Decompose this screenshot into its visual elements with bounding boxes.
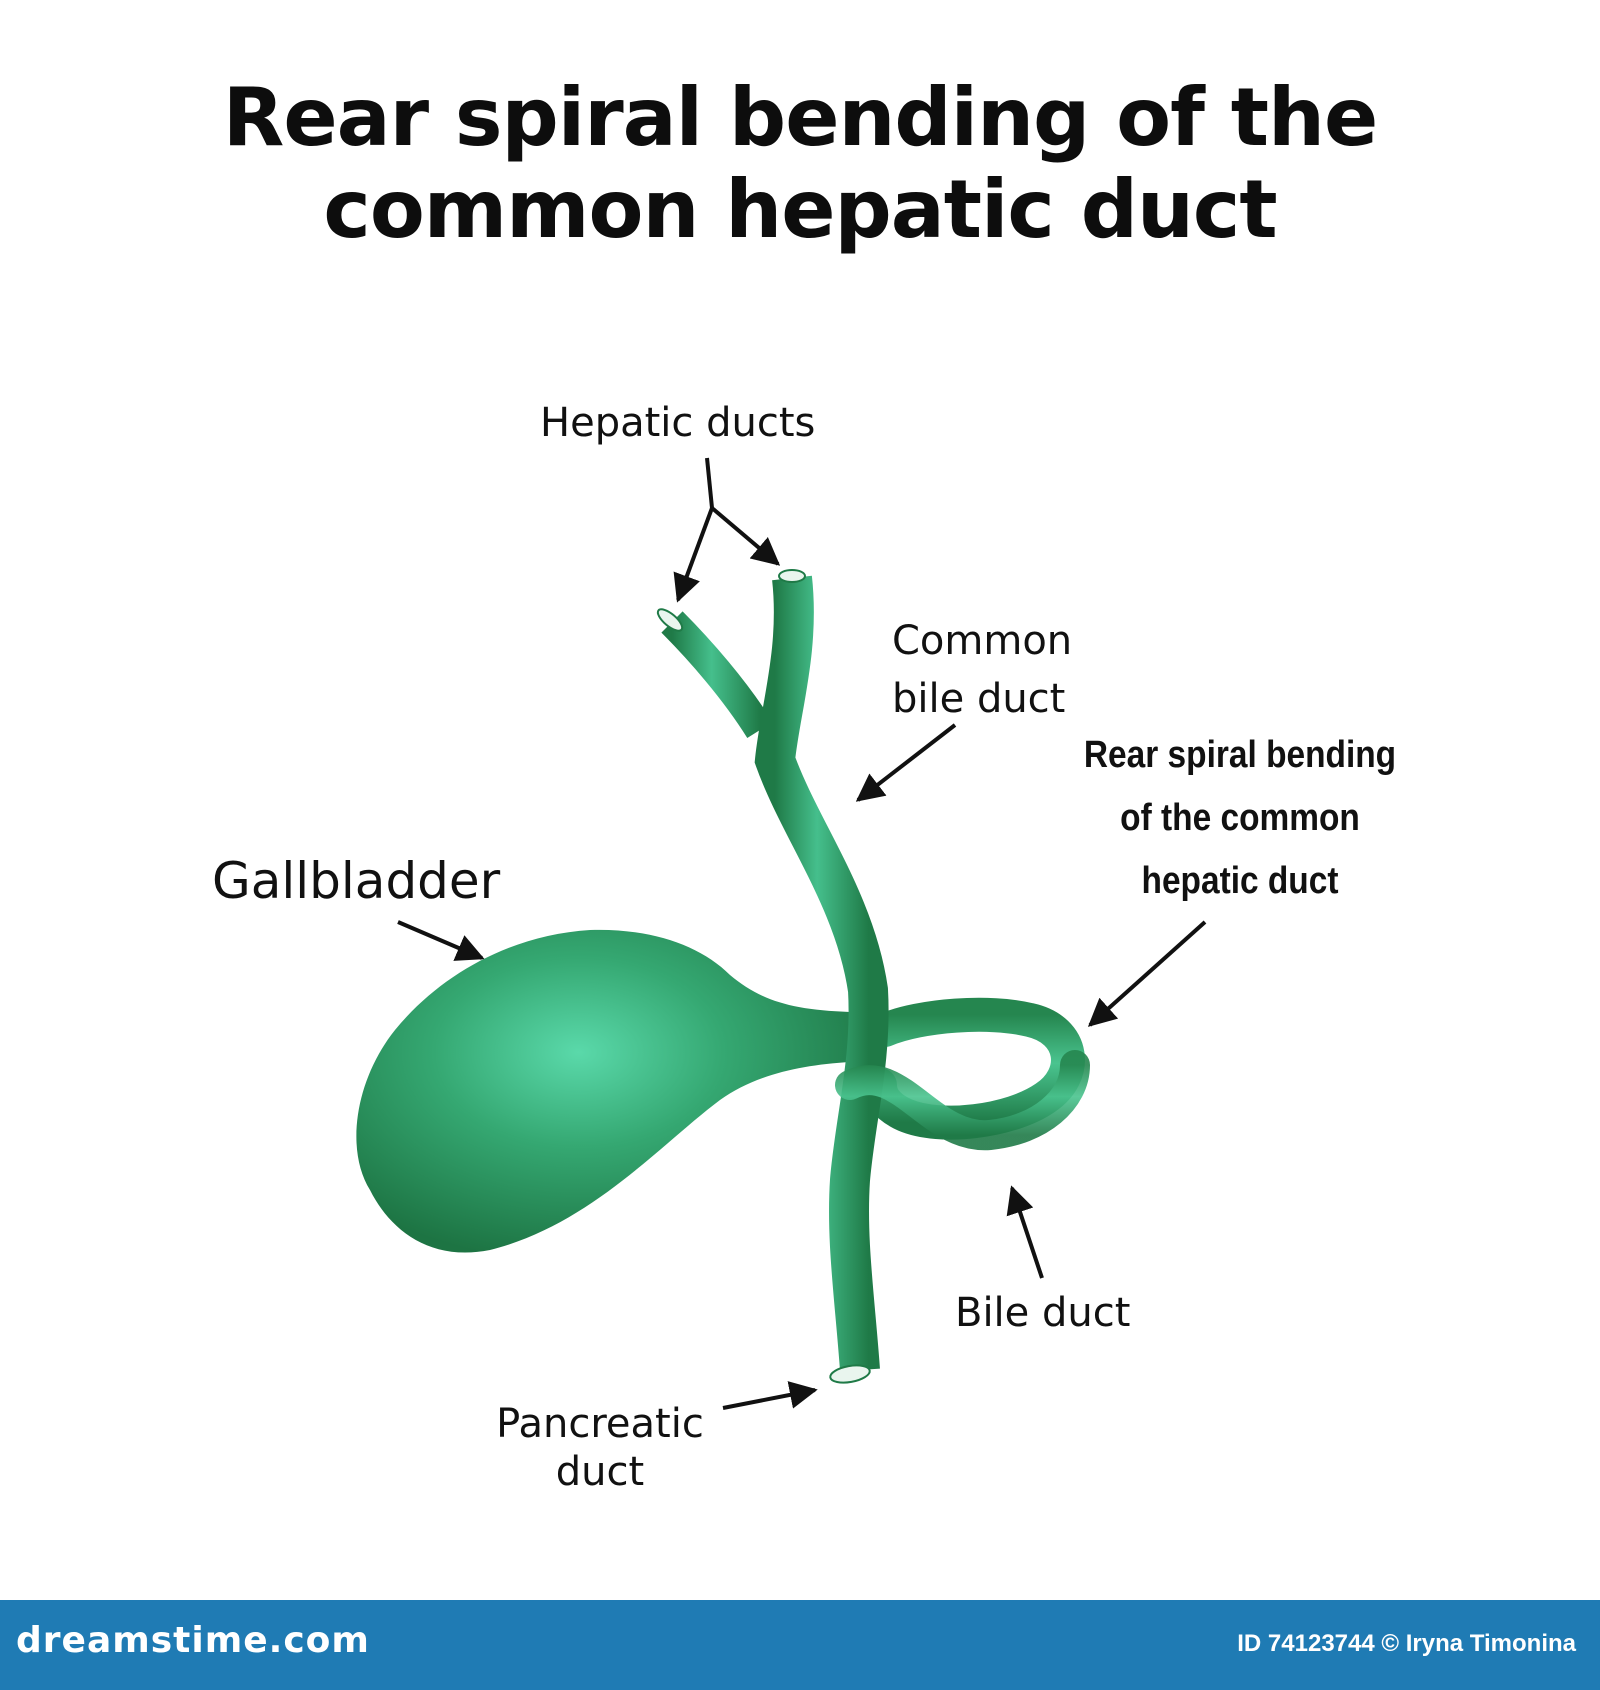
pancreatic-duct-opening (829, 1364, 871, 1384)
pancreatic-duct-label-line-2: duct (555, 1449, 645, 1495)
left-hepatic-duct-shape (661, 611, 773, 739)
pancreatic-duct-label-line-1: Pancreatic (496, 1401, 704, 1447)
common-bile-duct-label: Common bile duct (892, 612, 1072, 728)
title-line-1: Rear spiral bending of the (222, 71, 1378, 164)
pancreatic-duct-label: Pancreatic duct (492, 1400, 708, 1496)
left-hepatic-duct-opening (656, 608, 684, 632)
anatomy-diagram (356, 457, 1207, 1410)
rear-spiral-bending-label-line-1: Rear spiral bending (1083, 734, 1397, 776)
gallbladder-label: Gallbladder (212, 852, 501, 910)
hepatic-ducts-label: Hepatic ducts (540, 400, 816, 446)
brand-logo: dreamstime.com (16, 1620, 370, 1661)
bile-duct-label: Bile duct (955, 1290, 1131, 1336)
gallbladder-arrow (397, 920, 485, 961)
rear-spiral-bending-label: Rear spiral bending of the common hepati… (1073, 724, 1407, 913)
right-hepatic-duct-opening (778, 569, 806, 583)
rear-spiral-bending-arrow (1087, 920, 1207, 1027)
rear-spiral-bending-label-line-3: hepatic duct (1141, 860, 1339, 902)
common-bile-duct-shape (754, 575, 889, 1372)
gallbladder-shape (356, 929, 850, 1253)
hepatic-ducts-arrow-right (710, 506, 781, 566)
common-bile-duct-label-line-1: Common (892, 618, 1073, 664)
pancreatic-duct-arrow (722, 1381, 818, 1410)
bile-duct-front-shape (835, 1050, 1090, 1151)
bile-duct-arrow (1006, 1185, 1044, 1279)
hepatic-ducts-arrow-left (673, 507, 714, 603)
footer-bar: dreamstime.com ID 74123744 © Iryna Timon… (0, 1600, 1600, 1690)
image-credit: ID 74123744 © Iryna Timonina (1237, 1630, 1576, 1657)
diagram-title: Rear spiral bending of the common hepati… (0, 72, 1600, 256)
common-bile-duct-arrow (855, 723, 957, 802)
title-line-2: common hepatic duct (323, 163, 1277, 256)
arrows (397, 457, 1207, 1410)
rear-spiral-bending-label-line-2: of the common (1120, 797, 1360, 839)
common-bile-duct-label-line-2: bile duct (892, 676, 1066, 722)
hepatic-ducts-arrow-stem (705, 457, 714, 509)
